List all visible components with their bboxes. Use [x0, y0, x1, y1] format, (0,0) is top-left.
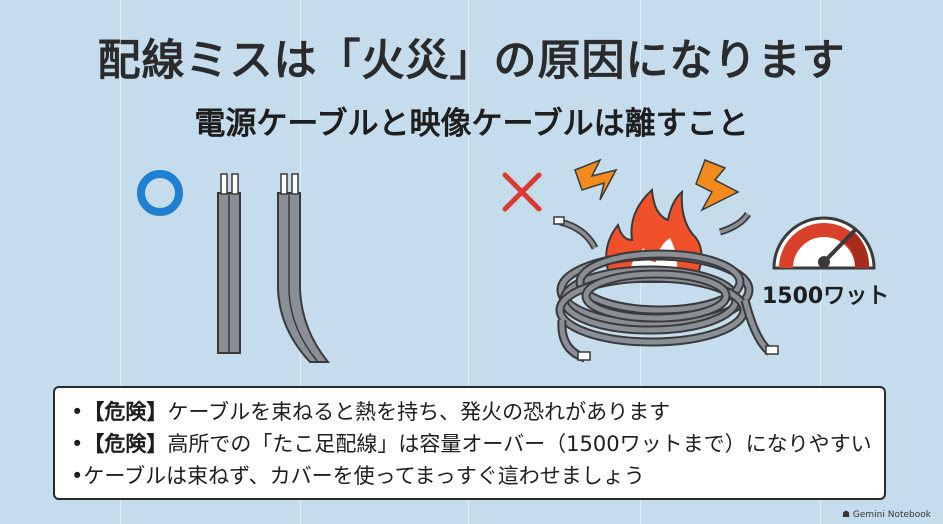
- note-tag: 【危険】: [83, 432, 168, 456]
- wattage-label: 1500ワット: [762, 284, 890, 309]
- spark-left-icon: [574, 158, 618, 201]
- footer-credit: ☗ Gemini Notebook: [842, 510, 931, 520]
- gauge-icon: [772, 216, 876, 270]
- cable-plug: [553, 216, 565, 225]
- note-item: •ケーブルは束ねず、カバーを使ってまっすぐ這わせましょう: [71, 460, 868, 492]
- straight-cable-right: [277, 173, 331, 363]
- note-bullet: •: [71, 400, 84, 424]
- cable-plug: [765, 345, 779, 355]
- notebook-icon: ☗: [841, 510, 851, 520]
- cross-icon: [502, 172, 542, 212]
- coiled-cable-bundle: [555, 211, 774, 363]
- note-text: 高所での「たこ足配線」は容量オーバー（1500ワットまで）になりやすい: [167, 432, 872, 456]
- background-line: [468, 0, 469, 524]
- cable-plug: [577, 351, 591, 361]
- note-tag: 【危険】: [83, 400, 168, 424]
- note-bullet: •: [71, 464, 84, 488]
- note-bullet: •: [71, 432, 84, 456]
- note-item: •【危険】高所での「たこ足配線」は容量オーバー（1500ワットまで）になりやすい: [71, 428, 872, 460]
- notes-box: •【危険】ケーブルを束ねると熱を持ち、発火の恐れがあります •【危険】高所での「…: [53, 386, 886, 500]
- note-text: ケーブルは束ねず、カバーを使ってまっすぐ這わせましょう: [83, 464, 645, 488]
- page-title: 配線ミスは「火災」の原因になります: [97, 36, 846, 86]
- circle-icon: [137, 170, 183, 216]
- note-text: ケーブルを束ねると熱を持ち、発火の恐れがあります: [167, 400, 671, 424]
- background-line: [120, 0, 121, 524]
- note-item: •【危険】ケーブルを束ねると熱を持ち、発火の恐れがあります: [71, 396, 868, 428]
- footer-label: Gemini Notebook: [852, 510, 931, 520]
- straight-cable-left: [217, 173, 241, 354]
- spark-right-icon: [695, 159, 740, 212]
- page-subtitle: 電源ケーブルと映像ケーブルは離すこと: [194, 106, 749, 142]
